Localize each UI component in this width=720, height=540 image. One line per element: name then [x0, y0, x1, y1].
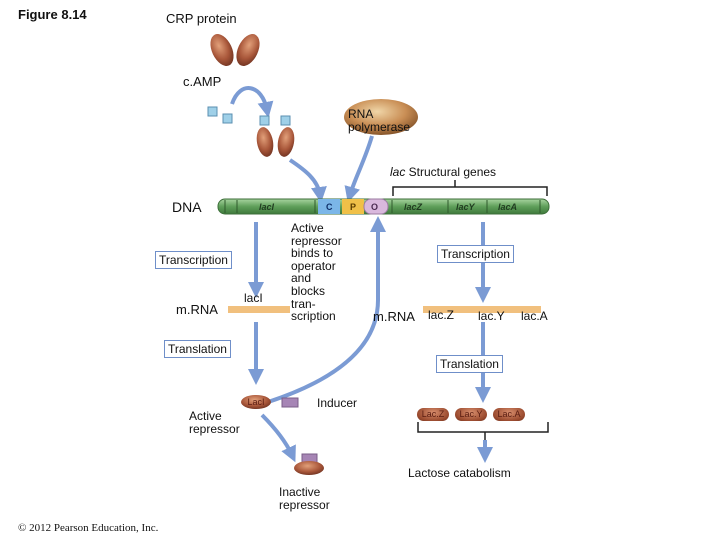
rna-polymerase-line2: polymerase [348, 120, 411, 134]
repressor-note: Active repressor binds to operator and b… [291, 222, 342, 323]
active-repressor-line1: Active [189, 409, 222, 423]
camp-square [207, 106, 218, 117]
dna-label-p: P [350, 202, 357, 212]
rna-polymerase-label: RNA polymerase [348, 108, 410, 134]
dna-label-c: C [326, 202, 333, 212]
inactive-repressor-line2: repressor [279, 498, 330, 512]
note-line: operator [291, 258, 336, 273]
dna-label: DNA [172, 199, 202, 215]
active-repressor-label: Active repressor [189, 410, 240, 436]
structural-genes-rest: Structural genes [405, 165, 497, 179]
left-translation-label: Translation [164, 340, 231, 358]
dna-segment-p [342, 199, 364, 214]
inducer-shape [281, 397, 299, 408]
laca-protein: Lac.A [493, 408, 525, 421]
copyright: © 2012 Pearson Education, Inc. [18, 522, 159, 534]
lacy-protein: Lac.Y [455, 408, 487, 421]
dna-gene-lacz: lacZ [404, 202, 423, 212]
dna-gene-laci: lacI [259, 202, 275, 212]
inactivation-arrow [260, 413, 296, 463]
note-line: Active [291, 221, 324, 235]
lacz-protein: Lac.Z [417, 408, 449, 421]
left-mrna-bar [228, 306, 290, 313]
right-laca-label: lac.A [521, 309, 548, 323]
note-line: scription [291, 309, 336, 324]
right-lacz-label: lac.Z [428, 308, 455, 322]
inactive-repressor-shape [294, 461, 324, 475]
crp-protein-shape [210, 34, 260, 66]
note-line: tran- [291, 296, 316, 311]
dna-segment-c [318, 199, 340, 214]
inducer-label: Inducer [317, 396, 358, 410]
rna-polymerase-line1: RNA [348, 107, 374, 121]
structural-genes-label: lac Structural genes [390, 166, 496, 179]
right-transcription-label: Transcription [437, 245, 514, 263]
note-line: repressor [291, 233, 342, 248]
polymerase-to-dna-arrow [344, 135, 374, 203]
inactive-repressor-line1: Inactive [279, 485, 321, 499]
figure-label: Figure 8.14 [18, 7, 87, 22]
dna-label-o: O [371, 202, 379, 212]
camp-square [222, 113, 233, 124]
laci-protein-shape [241, 395, 271, 409]
right-translation-label: Translation [436, 355, 503, 373]
crp-protein-label: CRP protein [166, 11, 237, 26]
right-mrna-label: m.RNA [373, 309, 415, 324]
crp-camp-complex [256, 115, 295, 157]
active-repressor-line2: repressor [189, 422, 240, 436]
laci-protein-label: LacI [247, 397, 265, 407]
note-line: binds to [291, 246, 334, 261]
dna-segment-o [363, 198, 389, 215]
camp-label: c.AMP [183, 74, 222, 89]
crp-to-dna-arrow [288, 158, 327, 203]
lactose-catabolism-label: Lactose catabolism [408, 466, 511, 480]
note-line: blocks [291, 283, 326, 298]
left-laci-label: lacI [244, 291, 263, 305]
left-transcription-label: Transcription [155, 251, 232, 269]
structural-genes-bracket [392, 180, 548, 196]
right-mrna-bar [423, 306, 541, 313]
right-lacy-label: lac.Y [478, 309, 505, 323]
inactive-repressor-label: Inactive repressor [279, 486, 330, 512]
camp-binding-arrow [230, 86, 274, 118]
note-line: and [291, 271, 312, 286]
structural-genes-italic: lac [390, 165, 406, 179]
repressor-binding-arrow [267, 216, 386, 404]
dna-gene-laca: lacA [498, 202, 518, 212]
rna-polymerase-shape [344, 99, 418, 135]
dna-gene-lacy: lacY [456, 202, 475, 212]
left-mrna-label: m.RNA [176, 302, 218, 317]
